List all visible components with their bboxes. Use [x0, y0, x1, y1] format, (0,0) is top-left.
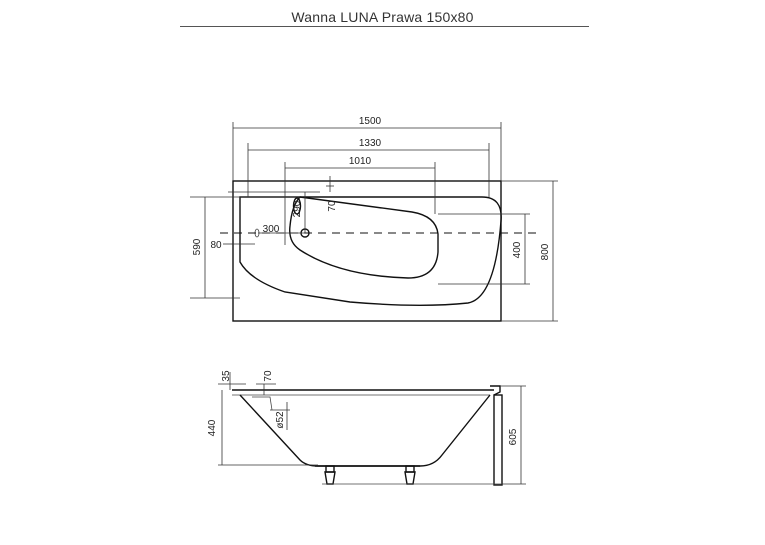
dim-800-label: 800	[540, 243, 551, 260]
foot-right-stem	[405, 465, 415, 473]
dim-70-side-label: 70	[263, 370, 274, 382]
dim-290-label: 290	[292, 200, 303, 217]
rim-end	[490, 385, 501, 396]
overflow-detail	[252, 396, 273, 411]
dim-440-label: 440	[207, 419, 218, 436]
foot-left	[324, 471, 336, 485]
drawing-title: Wanna LUNA Prawa 150x80	[291, 9, 474, 25]
dim-70-label: 70	[327, 200, 338, 212]
dim-52-label: ø52	[275, 411, 286, 429]
dim-80-label: 80	[210, 240, 222, 251]
title-underline	[180, 26, 589, 27]
overflow-hole	[292, 197, 302, 215]
basin-outline	[289, 196, 439, 279]
foot-left-stem	[325, 465, 335, 473]
dim-605-label: 605	[508, 428, 519, 445]
front-panel	[493, 394, 503, 486]
dim-1330-label: 1330	[359, 138, 382, 149]
top-view: 1500 1330 1010 590 80 300 290	[190, 116, 558, 322]
foot-right	[404, 471, 416, 485]
dim-400-label: 400	[512, 241, 523, 258]
dim-300-label: 300	[263, 224, 280, 235]
side-view: 35 70 ø52 440 605	[207, 370, 526, 486]
dim-1500-label: 1500	[359, 116, 382, 127]
tub-rim-outline	[239, 196, 502, 306]
tub-outer-outline	[232, 180, 502, 322]
tub-profile	[239, 394, 491, 467]
dim-590-label: 590	[192, 238, 203, 255]
dim-1010-label: 1010	[349, 156, 372, 167]
dim-35-label: 35	[221, 370, 232, 382]
